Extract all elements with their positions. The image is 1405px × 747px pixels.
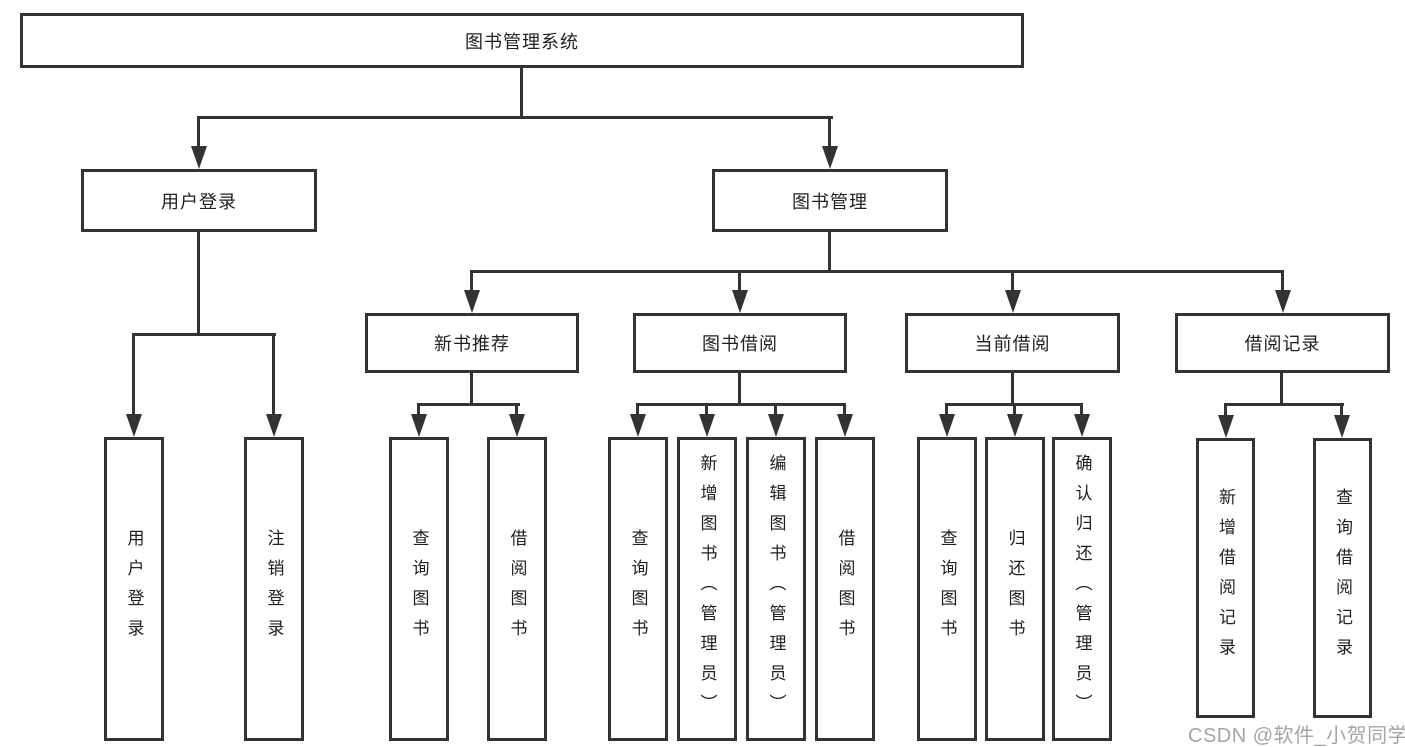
- connector-line: [197, 116, 200, 148]
- leaf-query-books-current: 查询图书: [917, 437, 977, 741]
- leaf-query-borrow-record: 查询借阅记录: [1313, 438, 1372, 718]
- leaf-add-borrow-record-label: 新增借阅记录: [1216, 488, 1235, 668]
- connector-line: [1080, 403, 1083, 417]
- connector-line: [705, 403, 708, 417]
- arrow-down-icon: [768, 414, 784, 437]
- connector-line: [1280, 373, 1283, 406]
- connector-line: [197, 116, 833, 119]
- arrow-down-icon: [266, 414, 282, 437]
- node-root-system: 图书管理系统: [20, 13, 1024, 68]
- arrow-down-icon: [837, 414, 853, 437]
- node-book-management-label: 图书管理: [792, 191, 868, 212]
- leaf-query-borrow-record-label: 查询借阅记录: [1333, 488, 1352, 668]
- connector-line: [1224, 403, 1227, 418]
- node-new-book-recommend-label: 新书推荐: [434, 334, 510, 354]
- connector-line: [132, 333, 135, 416]
- arrow-down-icon: [191, 146, 207, 169]
- leaf-return-books-label: 归还图书: [1005, 529, 1025, 649]
- leaf-confirm-return-admin: 确认归还（管理员）: [1052, 437, 1112, 741]
- node-current-borrowing-label: 当前借阅: [974, 334, 1051, 354]
- connector-line: [1011, 373, 1014, 406]
- leaf-borrow-books-recommend-label: 借阅图书: [507, 529, 527, 649]
- leaf-logout-label: 注销登录: [264, 529, 284, 649]
- arrow-down-icon: [822, 146, 838, 169]
- connector-line: [470, 270, 1284, 273]
- connector-line: [1281, 270, 1284, 292]
- csdn-watermark: CSDN @软件_小贺同学: [1188, 725, 1405, 747]
- connector-line: [843, 403, 846, 417]
- leaf-logout: 注销登录: [244, 437, 304, 741]
- arrow-down-icon: [1275, 290, 1291, 313]
- leaf-query-books-borrowing-label: 查询图书: [628, 529, 648, 649]
- node-current-borrowing: 当前借阅: [905, 313, 1120, 373]
- arrow-down-icon: [509, 414, 525, 437]
- connector-line: [520, 68, 523, 118]
- leaf-query-books-recommend: 查询图书: [389, 437, 449, 741]
- connector-line: [417, 403, 420, 417]
- arrow-down-icon: [1007, 414, 1023, 437]
- connector-line: [470, 270, 473, 292]
- connector-line: [774, 403, 777, 417]
- leaf-confirm-return-admin-label: 确认归还（管理员）: [1072, 454, 1092, 724]
- node-new-book-recommend: 新书推荐: [365, 313, 579, 373]
- connector-line: [1013, 403, 1016, 417]
- arrow-down-icon: [1005, 290, 1021, 313]
- connector-line: [738, 270, 741, 292]
- connector-line: [197, 232, 200, 336]
- leaf-add-books-admin-label: 新增图书（管理员）: [697, 454, 717, 724]
- connector-line: [470, 373, 473, 406]
- connector-line: [636, 403, 639, 417]
- leaf-query-books-current-label: 查询图书: [937, 529, 957, 649]
- connector-line: [945, 403, 948, 417]
- node-book-management: 图书管理: [712, 169, 948, 232]
- connector-line: [272, 333, 275, 416]
- leaf-query-books-borrowing: 查询图书: [608, 437, 668, 741]
- node-borrowing-records: 借阅记录: [1175, 313, 1390, 373]
- connector-line: [1340, 403, 1343, 418]
- leaf-return-books: 归还图书: [985, 437, 1045, 741]
- leaf-borrow-books-label: 借阅图书: [835, 529, 855, 649]
- connector-line: [828, 116, 831, 148]
- connector-line: [636, 403, 846, 406]
- leaf-borrow-books: 借阅图书: [815, 437, 875, 741]
- arrow-down-icon: [126, 414, 142, 437]
- connector-line: [417, 403, 520, 406]
- node-user-login: 用户登录: [81, 169, 317, 232]
- connector-line: [738, 373, 741, 406]
- node-user-login-label: 用户登录: [161, 191, 237, 212]
- node-book-borrowing-label: 图书借阅: [702, 334, 778, 354]
- connector-line: [515, 403, 518, 417]
- leaf-user-login: 用户登录: [104, 437, 164, 741]
- leaf-query-books-recommend-label: 查询图书: [409, 529, 429, 649]
- arrow-down-icon: [699, 414, 715, 437]
- connector-line: [1224, 403, 1344, 406]
- arrow-down-icon: [1218, 415, 1234, 438]
- leaf-add-borrow-record: 新增借阅记录: [1196, 438, 1255, 718]
- arrow-down-icon: [464, 290, 480, 313]
- connector-line: [132, 333, 276, 336]
- arrow-down-icon: [411, 414, 427, 437]
- arrow-down-icon: [630, 414, 646, 437]
- leaf-add-books-admin: 新增图书（管理员）: [677, 437, 737, 741]
- node-root-label: 图书管理系统: [465, 31, 579, 52]
- node-book-borrowing: 图书借阅: [633, 313, 847, 373]
- arrow-down-icon: [732, 290, 748, 313]
- node-borrowing-records-label: 借阅记录: [1244, 334, 1321, 354]
- arrow-down-icon: [1334, 415, 1350, 438]
- leaf-edit-books-admin: 编辑图书（管理员）: [746, 437, 806, 741]
- connector-line: [1011, 270, 1014, 292]
- leaf-user-login-label: 用户登录: [124, 529, 144, 649]
- arrow-down-icon: [1074, 414, 1090, 437]
- connector-line: [828, 232, 831, 273]
- leaf-borrow-books-recommend: 借阅图书: [487, 437, 547, 741]
- leaf-edit-books-admin-label: 编辑图书（管理员）: [766, 454, 786, 724]
- arrow-down-icon: [939, 414, 955, 437]
